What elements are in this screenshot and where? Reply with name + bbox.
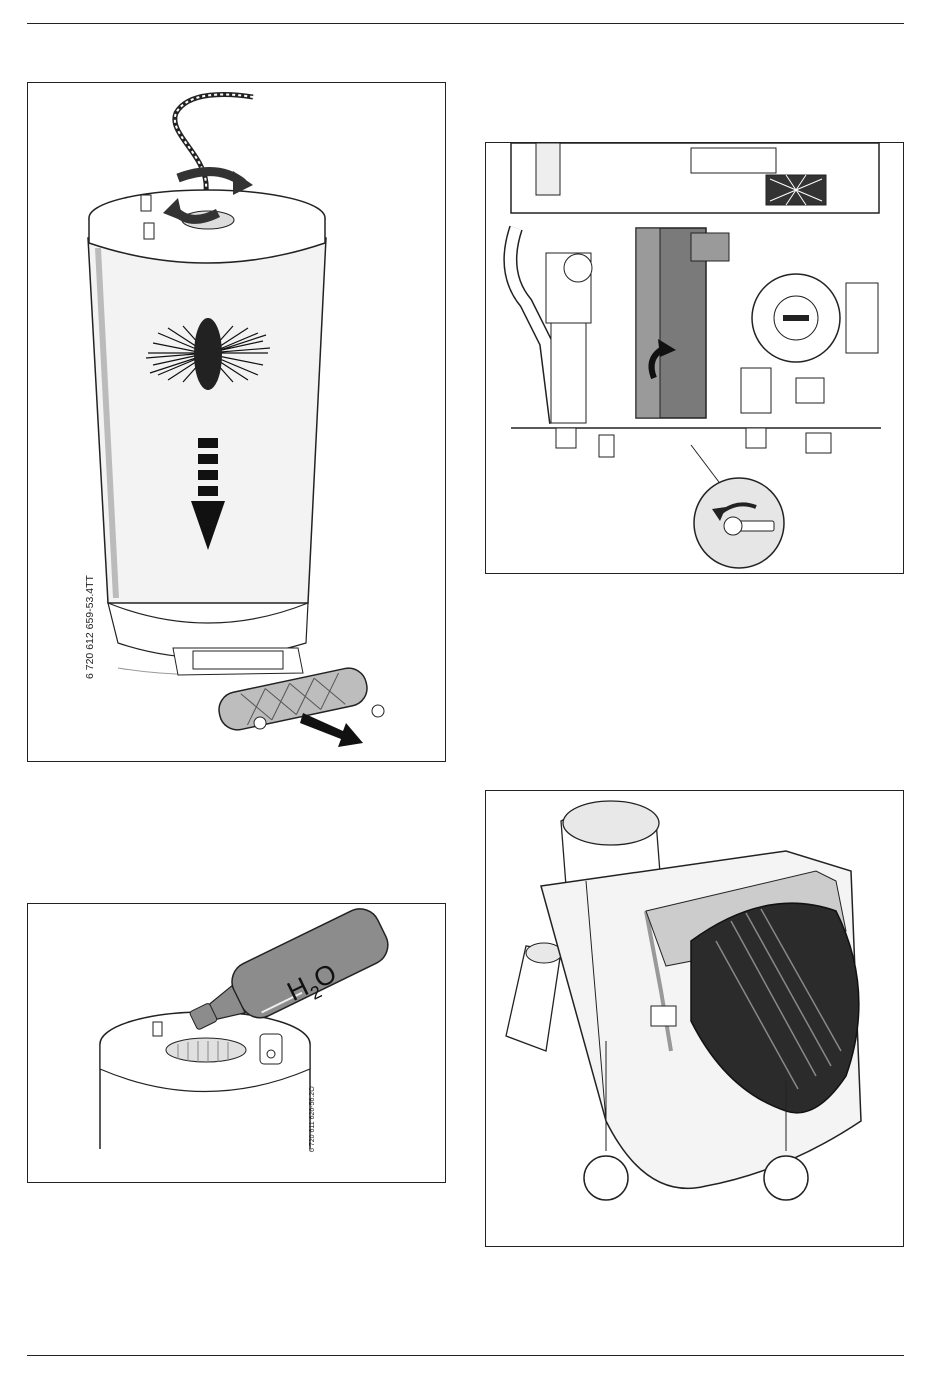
figure-water-fill: H2O 6 720 611 626-56.2O bbox=[27, 903, 446, 1183]
figure-boiler-internals bbox=[485, 142, 904, 574]
callout-1 bbox=[584, 1156, 628, 1200]
trap-detail-illustration bbox=[486, 791, 903, 1246]
figure-code: 6 720 612 659-53.4TT bbox=[84, 575, 96, 679]
callout-2 bbox=[764, 1156, 808, 1200]
water-fill-illustration: H2O bbox=[28, 904, 445, 1182]
bottom-rule bbox=[27, 1355, 904, 1356]
figure-brush-cleaning: 6 720 612 659-53.4TT bbox=[27, 82, 446, 762]
figure-trap-detail bbox=[485, 790, 904, 1247]
boiler-internals-illustration bbox=[486, 143, 903, 573]
top-rule bbox=[27, 23, 904, 24]
figure-code: 6 720 611 626-56.2O bbox=[309, 1086, 316, 1152]
